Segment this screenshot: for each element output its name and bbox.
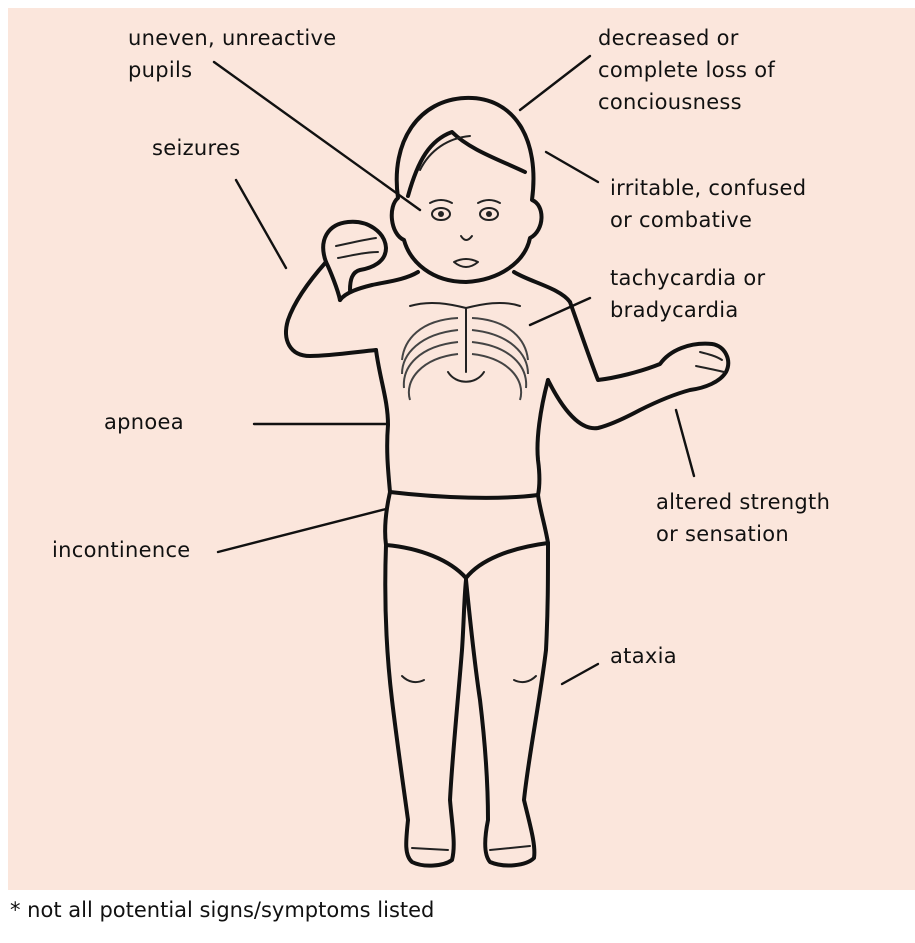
label-tachycardia-bradycardia: tachycardia or bradycardia <box>610 262 765 326</box>
label-incontinence: incontinence <box>52 534 191 566</box>
ribcage <box>402 308 528 400</box>
label-loss-of-consciousness: decreased or complete loss of conciousne… <box>598 22 775 118</box>
label-irritable-confused-combative: irritable, confused or combative <box>610 172 806 236</box>
label-altered-strength-sensation: altered strength or sensation <box>656 486 830 550</box>
footnote: * not all potential signs/symptoms liste… <box>10 898 434 922</box>
label-ataxia: ataxia <box>610 640 677 672</box>
label-seizures: seizures <box>152 132 240 164</box>
label-uneven-unreactive-pupils: uneven, unreactive pupils <box>128 22 337 86</box>
label-leader-lines <box>214 56 694 684</box>
label-apnoea: apnoea <box>104 406 184 438</box>
